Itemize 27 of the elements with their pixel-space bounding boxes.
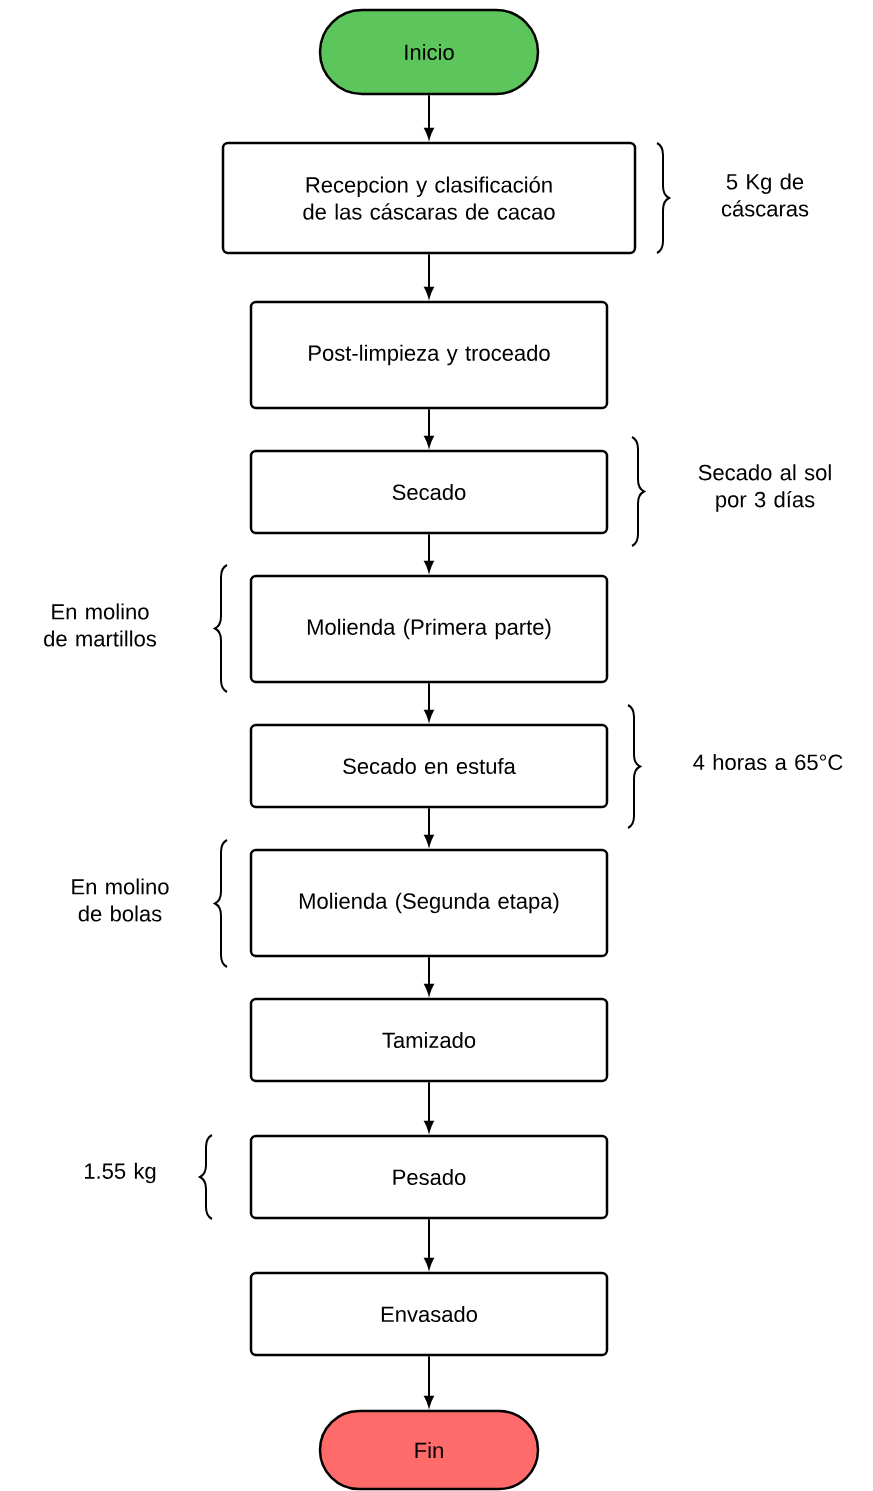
process-box: Molienda (Primera parte) [249,574,609,684]
process-box: Molienda (Segunda etapa) [249,848,609,958]
process-box: Post-limpieza y troceado [249,300,609,410]
process-box: Recepcion y clasificación de las cáscaras de cacao [221,141,637,255]
arrow [424,408,434,447]
arrow [424,956,434,995]
side-note: 4 horas a 65°C [693,753,843,771]
arrow [424,1355,434,1407]
arrow [424,1081,434,1132]
process-box: Pesado [249,1134,609,1220]
side-note: En molino de martillos [44,603,157,647]
process-box: Secado [249,449,609,535]
arrow [424,1218,434,1269]
process-box: Envasado [249,1271,609,1357]
arrow [424,253,434,298]
process-box: Tamizado [249,997,609,1083]
side-note: En molino de bolas [72,878,169,922]
end-terminal: Fin [318,1409,540,1491]
arrow [424,533,434,572]
arrow [424,807,434,846]
side-note: Secado al sol por 3 días [698,464,831,512]
arrow [424,94,434,139]
process-box: Secado en estufa [249,723,609,809]
side-note: 1.55 kg [85,1162,156,1184]
side-note: 5 Kg de cáscaras [721,173,809,217]
arrow [424,682,434,721]
start-terminal: Inicio [318,8,540,96]
